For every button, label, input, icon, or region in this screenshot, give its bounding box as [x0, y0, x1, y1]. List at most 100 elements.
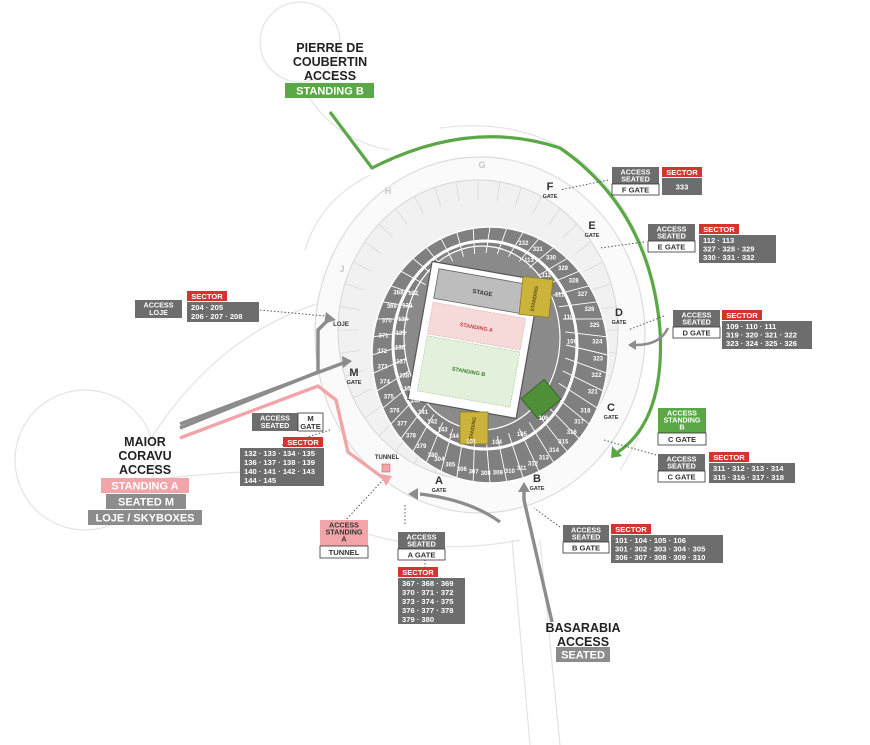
svg-text:SEATED: SEATED — [682, 318, 711, 327]
svg-text:ACCESS: ACCESS — [557, 635, 609, 649]
svg-text:A: A — [341, 535, 346, 544]
seat-section-101[interactable]: 101 — [466, 440, 477, 446]
seat-section-304[interactable]: 304 — [434, 457, 445, 463]
gate-marker-b[interactable]: B GATE — [530, 473, 545, 492]
svg-text:311 · 312 · 313 · 314: 311 · 312 · 313 · 314 — [713, 464, 784, 473]
seat-section-134[interactable]: 134 — [398, 317, 409, 323]
seat-section-369[interactable]: 369 — [387, 304, 398, 310]
seat-section-371[interactable]: 371 — [378, 334, 389, 340]
seat-section-312[interactable]: 312 — [528, 461, 539, 467]
seat-section-138[interactable]: 138 — [399, 373, 410, 379]
seat-section-375[interactable]: 375 — [384, 394, 395, 400]
gate-marker-d[interactable]: D GATE — [612, 307, 627, 326]
svg-text:D GATE: D GATE — [682, 329, 710, 338]
seat-section-321[interactable]: 321 — [588, 390, 599, 396]
seat-section-140[interactable]: 140 — [410, 399, 421, 405]
svg-text:SEATED: SEATED — [407, 540, 436, 549]
seat-section-141[interactable]: 141 — [418, 410, 429, 416]
standing-b-area — [417, 335, 521, 408]
seat-section-307[interactable]: 307 — [469, 470, 480, 476]
seat-section-380[interactable]: 380 — [428, 453, 439, 459]
seat-section-331[interactable]: 331 — [533, 247, 544, 253]
gate-marker-e[interactable]: E GATE — [585, 220, 600, 239]
seat-section-316[interactable]: 316 — [567, 430, 578, 436]
seat-section-315[interactable]: 315 — [558, 440, 569, 446]
seat-section-133[interactable]: 133 — [402, 304, 413, 310]
svg-text:SEATED: SEATED — [572, 533, 601, 542]
seat-section-111[interactable]: 111 — [555, 293, 565, 299]
seat-section-132[interactable]: 132 — [408, 291, 419, 297]
seat-section-136[interactable]: 136 — [395, 345, 406, 351]
box-b-gate: ACCESS SEATED B GATE SECTOR 101 · 104 · … — [562, 524, 723, 563]
seat-section-143[interactable]: 143 — [438, 428, 449, 434]
seat-section-112[interactable]: 112 — [541, 273, 551, 279]
seat-section-377[interactable]: 377 — [397, 422, 408, 428]
maior-loje-badge: LOJE / SKYBOXES — [88, 510, 202, 525]
gate-marker-m[interactable]: M GATE — [347, 367, 362, 386]
route-standing-b-arrow — [611, 446, 622, 458]
seat-section-309[interactable]: 309 — [493, 471, 504, 477]
seat-section-374[interactable]: 374 — [380, 380, 391, 386]
seat-section-139[interactable]: 139 — [404, 387, 415, 393]
svg-text:SEATED: SEATED — [561, 650, 605, 662]
seat-section-106[interactable]: 106 — [538, 416, 549, 422]
seat-section-142[interactable]: 142 — [427, 420, 438, 426]
seat-section-306[interactable]: 306 — [457, 467, 468, 473]
svg-text:319 · 320 · 321 · 322: 319 · 320 · 321 · 322 — [726, 331, 797, 340]
seat-section-135[interactable]: 135 — [396, 331, 407, 337]
svg-text:SECTOR: SECTOR — [666, 168, 698, 177]
seat-section-373[interactable]: 373 — [377, 364, 388, 370]
route-a-gate — [419, 492, 501, 524]
route-standing-b — [328, 111, 663, 454]
svg-text:SECTOR: SECTOR — [287, 438, 319, 447]
seat-section-368[interactable]: 368 — [393, 291, 404, 297]
seat-section-324[interactable]: 324 — [592, 340, 603, 346]
svg-text:ACCESS: ACCESS — [571, 526, 601, 535]
gate-marker-c[interactable]: C GATE — [604, 402, 619, 421]
seat-section-305[interactable]: 305 — [445, 463, 456, 469]
route-d-arrow — [628, 340, 636, 350]
svg-text:C: C — [607, 402, 615, 414]
seat-section-104[interactable]: 104 — [492, 440, 503, 446]
svg-text:ACCESS: ACCESS — [667, 409, 697, 418]
seat-section-313[interactable]: 313 — [539, 455, 550, 461]
seat-section-144[interactable]: 144 — [449, 434, 460, 440]
seat-section-376[interactable]: 376 — [390, 408, 401, 414]
seat-section-317[interactable]: 317 — [574, 420, 585, 426]
seat-section-109[interactable]: 109 — [567, 340, 578, 346]
seat-section-330[interactable]: 330 — [546, 256, 557, 262]
seat-section-323[interactable]: 323 — [593, 356, 604, 362]
seat-section-137[interactable]: 137 — [396, 360, 407, 366]
gate-marker-a[interactable]: A GATE — [432, 475, 447, 494]
seat-section-378[interactable]: 378 — [406, 434, 417, 440]
seat-section-379[interactable]: 379 — [416, 444, 427, 450]
seat-section-110[interactable]: 110 — [564, 315, 574, 321]
svg-text:COUBERTIN: COUBERTIN — [293, 55, 367, 69]
seat-section-370[interactable]: 370 — [382, 319, 393, 325]
gate-marker-f[interactable]: F GATE — [543, 181, 558, 200]
seat-section-325[interactable]: 325 — [589, 323, 600, 329]
seat-section-328[interactable]: 328 — [569, 278, 580, 284]
svg-text:379 · 380: 379 · 380 — [402, 615, 434, 624]
seat-section-322[interactable]: 322 — [591, 373, 602, 379]
seat-section-326[interactable]: 326 — [584, 307, 595, 313]
seat-section-329[interactable]: 329 — [558, 266, 569, 272]
svg-text:E GATE: E GATE — [658, 243, 686, 252]
svg-text:STANDING: STANDING — [530, 286, 540, 312]
seat-section-113[interactable]: 113 — [524, 258, 534, 264]
seat-section-314[interactable]: 314 — [549, 448, 560, 454]
svg-text:STANDING: STANDING — [326, 528, 363, 537]
seat-section-311[interactable]: 311 — [517, 466, 527, 472]
gate-marker-loje[interactable]: LOJE — [333, 322, 349, 328]
seat-section-372[interactable]: 372 — [377, 349, 388, 355]
seat-section-310[interactable]: 310 — [505, 469, 516, 475]
svg-text:LOJE: LOJE — [149, 308, 168, 317]
svg-text:301 · 302 · 303 · 304 · 305: 301 · 302 · 303 · 304 · 305 — [615, 545, 706, 554]
seat-section-318[interactable]: 318 — [580, 408, 591, 414]
svg-text:GATE: GATE — [530, 486, 545, 492]
gate-marker-tunnel[interactable]: TUNNEL — [375, 455, 400, 461]
seat-section-332[interactable]: 332 — [518, 241, 529, 247]
seat-section-105[interactable]: 105 — [517, 432, 528, 438]
seat-section-308[interactable]: 308 — [481, 471, 492, 477]
seat-section-327[interactable]: 327 — [577, 292, 588, 298]
